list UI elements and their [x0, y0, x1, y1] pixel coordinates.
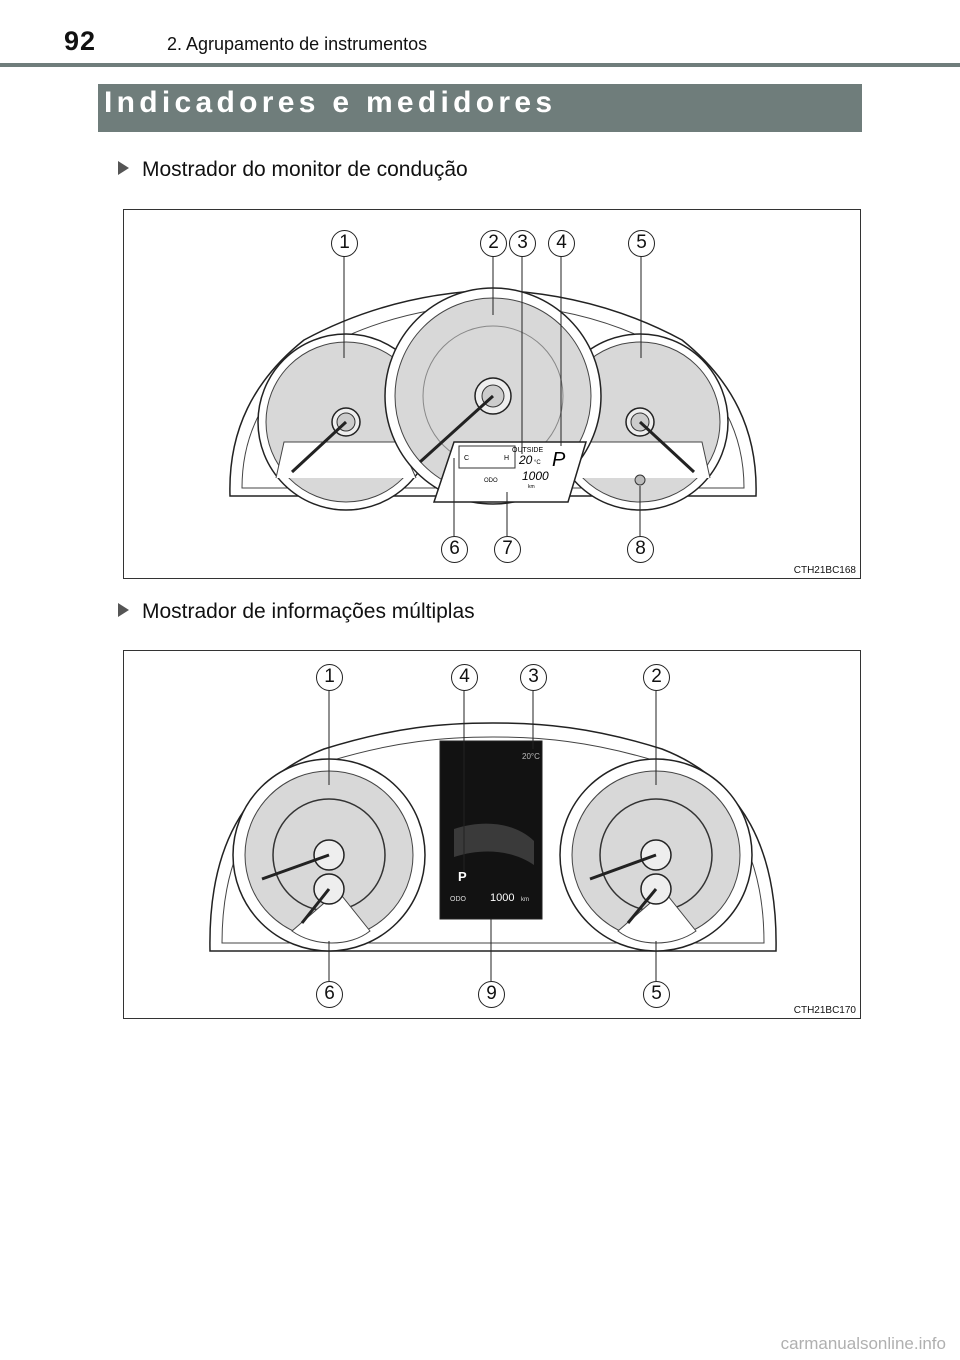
figure-1-illustration: C H OUTSIDE 20 °C P ODO 1000 km 1 2 3 4 … [123, 209, 861, 579]
section-title-bar [98, 84, 862, 132]
callout-2: 2 [480, 230, 507, 257]
svg-text:1000: 1000 [522, 469, 549, 483]
svg-text:H: H [504, 455, 509, 462]
svg-text:P: P [458, 869, 467, 884]
callout-1: 1 [316, 664, 343, 691]
callout-5: 5 [643, 981, 670, 1008]
section-title: Indicadores e medidores [104, 86, 557, 119]
callout-6: 6 [316, 981, 343, 1008]
figure-1-heading-text: Mostrador do monitor de condução [142, 158, 468, 181]
callout-5: 5 [628, 230, 655, 257]
figure-2-code: CTH21BC170 [793, 1005, 856, 1016]
multi-information-cluster-drawing: 20°C P ODO 1000 km [209, 691, 777, 981]
svg-text:C: C [464, 455, 469, 462]
svg-text:°C: °C [534, 460, 541, 466]
driving-monitor-cluster-drawing: C H OUTSIDE 20 °C P ODO 1000 km [229, 256, 757, 536]
callout-3: 3 [509, 230, 536, 257]
svg-text:20°C: 20°C [522, 752, 540, 761]
callout-4: 4 [451, 664, 478, 691]
chapter-title: 2. Agrupamento de instrumentos [167, 34, 428, 54]
callout-1: 1 [331, 230, 358, 257]
callout-4: 4 [548, 230, 575, 257]
figure-2-heading-text: Mostrador de informações múltiplas [142, 600, 475, 623]
callout-2: 2 [643, 664, 670, 691]
svg-text:km: km [521, 897, 529, 903]
svg-text:1000: 1000 [490, 892, 514, 904]
svg-text:20: 20 [518, 453, 533, 467]
callout-7: 7 [494, 536, 521, 563]
callout-8: 8 [627, 536, 654, 563]
svg-text:ODO: ODO [450, 896, 467, 903]
callout-3: 3 [520, 664, 547, 691]
svg-text:ODO: ODO [484, 478, 498, 484]
callout-6: 6 [441, 536, 468, 563]
callout-9: 9 [478, 981, 505, 1008]
svg-text:km: km [528, 484, 535, 490]
header-rule [0, 63, 960, 67]
figure-1-heading: Mostrador do monitor de condução [118, 158, 468, 182]
svg-text:OUTSIDE: OUTSIDE [512, 447, 543, 454]
svg-text:P: P [552, 449, 566, 471]
figure-1-code: CTH21BC168 [793, 565, 856, 576]
page-number: 92 [64, 26, 97, 56]
footer-watermark: carmanualsonline.info [780, 1334, 946, 1353]
figure-2-illustration: 20°C P ODO 1000 km 1 4 3 2 6 9 5 CTH21BC… [123, 650, 861, 1019]
triangle-bullet-icon [118, 161, 129, 175]
triangle-bullet-icon [118, 603, 129, 617]
figure-2-heading: Mostrador de informações múltiplas [118, 600, 475, 624]
